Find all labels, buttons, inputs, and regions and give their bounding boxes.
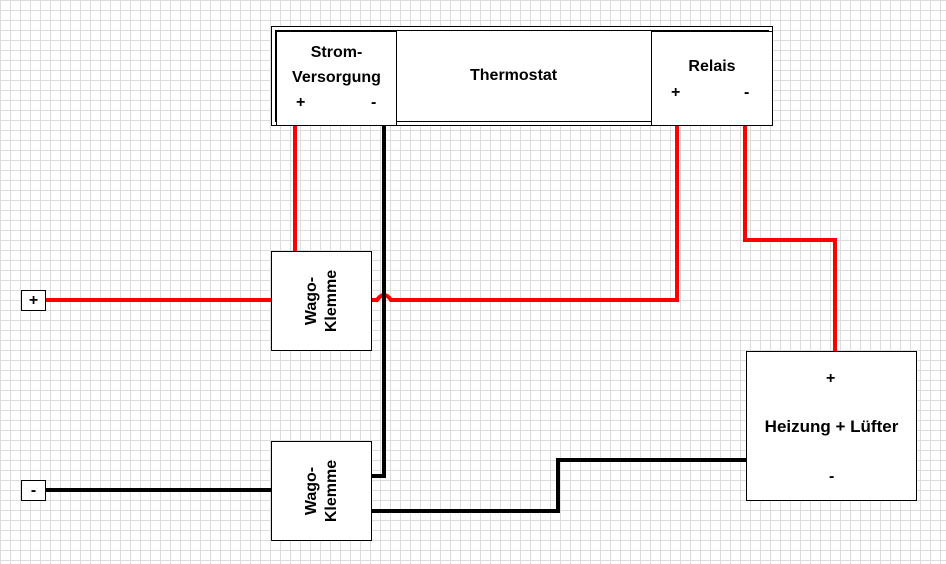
wire-relay-minus-to-heater-plus: [743, 126, 837, 351]
wire-wago-bottom-to-heater-minus: [372, 458, 746, 513]
heater-plus-label: +: [826, 370, 836, 387]
power-supply-minus-label: -: [371, 94, 377, 111]
relay-box: Relais + -: [651, 31, 773, 126]
relay-title: Relais: [688, 58, 736, 75]
input-minus-label: -: [30, 482, 37, 499]
power-supply-box: Strom- Versorgung + -: [276, 31, 397, 126]
relay-plus-label: +: [671, 84, 681, 101]
heater-fan-title: Heizung + Lüfter: [764, 417, 899, 436]
input-plus-terminal: +: [21, 290, 46, 311]
heater-fan-box: + Heizung + Lüfter -: [746, 351, 917, 501]
input-plus-label: +: [28, 292, 39, 309]
heater-minus-label: -: [829, 468, 835, 485]
power-supply-label-line1: Strom-: [310, 44, 363, 61]
power-supply-label-line2: Versorgung: [292, 69, 381, 86]
relay-minus-label: -: [744, 84, 750, 101]
thermostat-title: Thermostat: [470, 67, 558, 84]
wago-terminal-bottom: Wago- Klemme: [271, 441, 372, 541]
power-supply-plus-label: +: [296, 94, 306, 111]
wago-terminal-top: Wago- Klemme: [271, 251, 372, 351]
wire-power-minus-to-wago-bottom: [372, 126, 386, 478]
wire-wago-top-to-relay-plus: [372, 126, 679, 302]
input-minus-terminal: -: [21, 480, 46, 501]
